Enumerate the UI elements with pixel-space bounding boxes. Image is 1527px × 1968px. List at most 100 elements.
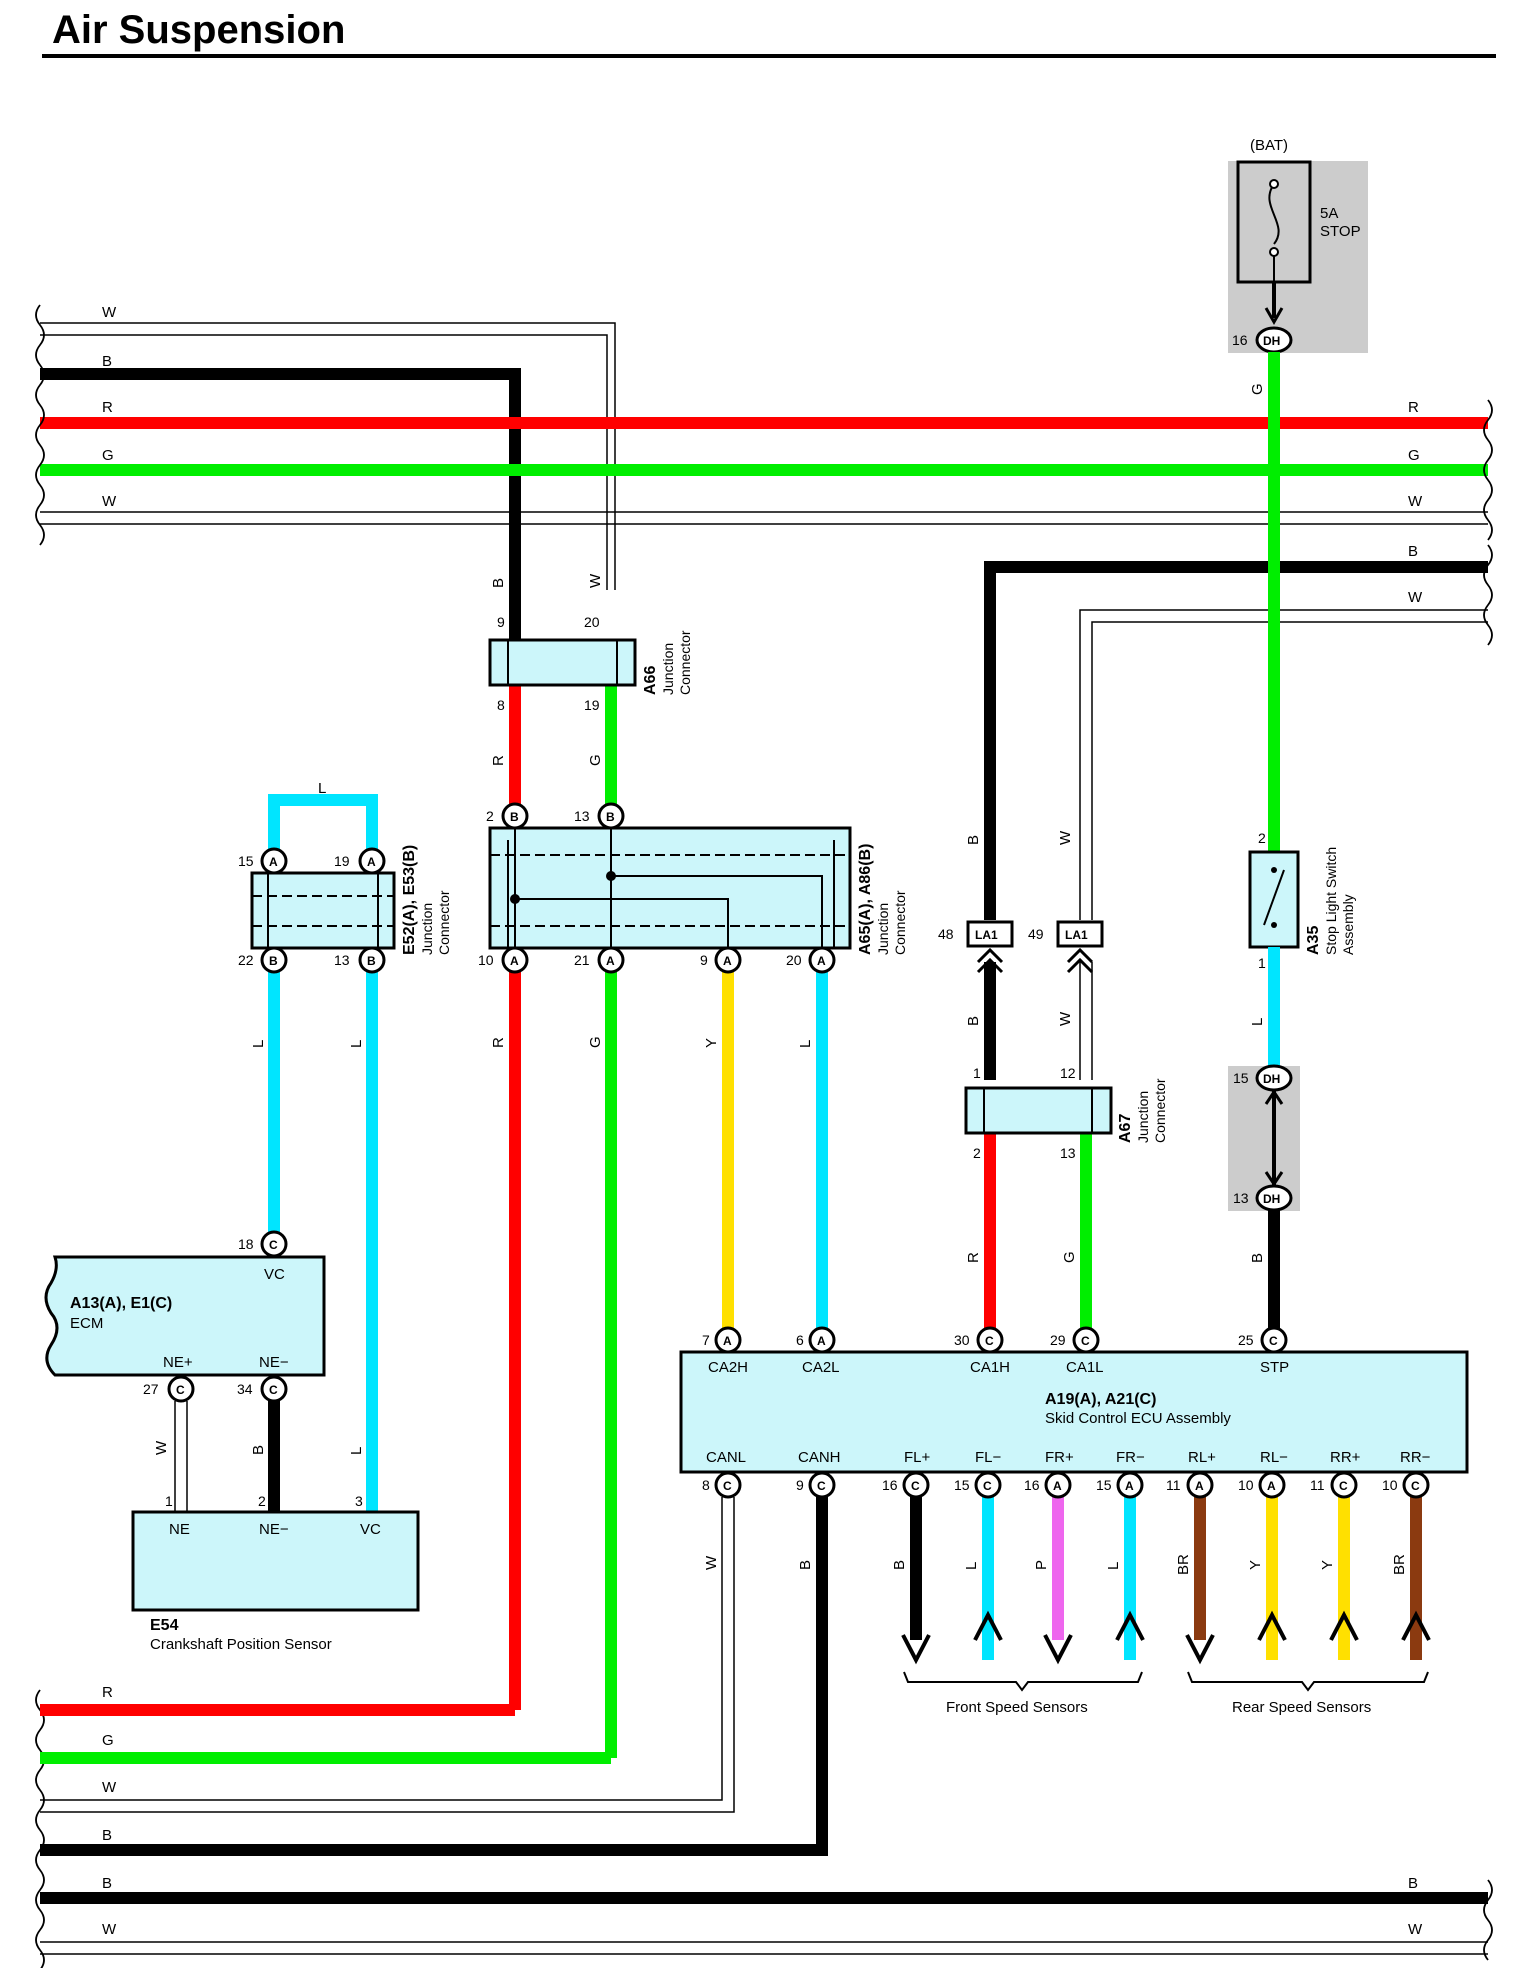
sensor-arrows bbox=[901, 1610, 1431, 1665]
e52-name1: Junction bbox=[419, 903, 435, 955]
skid-ecu-box bbox=[679, 1350, 1469, 1474]
a65-pin-20: 20 bbox=[786, 952, 802, 968]
skid-code: A19(A), A21(C) bbox=[1045, 1391, 1156, 1408]
a66-box bbox=[488, 638, 637, 687]
e52-code: E52(A), E53(B) bbox=[401, 845, 418, 955]
ecm-vc-pin bbox=[260, 1230, 288, 1258]
skid-bot-conn-6: A bbox=[1195, 1479, 1204, 1493]
skid-term-ca2h: CA2H bbox=[708, 1359, 748, 1376]
la1-49-box bbox=[1056, 920, 1104, 948]
skid-bot-conn-1: C bbox=[817, 1479, 826, 1493]
lbl-a65-y: Y bbox=[703, 1038, 720, 1048]
la1-49-label: LA1 bbox=[1065, 928, 1088, 942]
lbl-la1-w-top: W bbox=[1057, 830, 1074, 845]
a67-name2: Connector bbox=[1152, 1078, 1168, 1143]
e52-pin-13: 13 bbox=[334, 952, 350, 968]
e52-conn-22-letter: B bbox=[269, 954, 278, 968]
skid-top-connectors bbox=[714, 1326, 1288, 1354]
wire-right-b bbox=[984, 561, 1488, 920]
lbl-a65-r: R bbox=[490, 1037, 507, 1048]
skid-bot-pin-0: 8 bbox=[702, 1477, 710, 1493]
dh-pin-15: 15 bbox=[1233, 1070, 1249, 1086]
switch-icon bbox=[1263, 869, 1285, 926]
skid-top-pin-4: 25 bbox=[1238, 1332, 1254, 1348]
lbl-top-w2: W bbox=[102, 493, 117, 510]
lbl-bot-w2-right: W bbox=[1408, 1921, 1423, 1938]
lbl-top-b: B bbox=[102, 353, 112, 370]
ecm-term-vc: VC bbox=[264, 1266, 285, 1283]
wire-right-w-a bbox=[1079, 609, 1488, 920]
break-marks-right bbox=[1483, 399, 1493, 1961]
e54-pin-3: 3 bbox=[355, 1493, 363, 1509]
skid-term-flm: FL− bbox=[975, 1449, 1002, 1466]
a65-pin-21: 21 bbox=[574, 952, 590, 968]
a67-name1: Junction bbox=[1135, 1091, 1151, 1143]
a35-pin-2: 2 bbox=[1258, 830, 1266, 846]
skid-term-frp: FR+ bbox=[1045, 1449, 1074, 1466]
a65-pin-2: 2 bbox=[486, 808, 494, 824]
front-sensors-brace bbox=[903, 1671, 1143, 1692]
dh-15-label: DH bbox=[1263, 1072, 1280, 1086]
a65-name1: Junction bbox=[875, 903, 891, 955]
e54-pin-1: 1 bbox=[165, 1493, 173, 1509]
a66-pin-20: 20 bbox=[584, 614, 600, 630]
la1-49-arrows bbox=[1066, 947, 1094, 974]
ecm-pin-34: 34 bbox=[237, 1381, 253, 1397]
skid-term-rrm: RR− bbox=[1400, 1449, 1431, 1466]
a65-code: A65(A), A86(B) bbox=[857, 844, 874, 955]
lbl-e52-l2: L bbox=[348, 1040, 365, 1048]
lbl-top-r: R bbox=[102, 399, 113, 416]
lbl-a66-w: W bbox=[587, 573, 604, 588]
lbl-a65-g: G bbox=[587, 1036, 604, 1048]
lbl-a66-r: R bbox=[490, 755, 507, 766]
a66-pin-9: 9 bbox=[497, 614, 505, 630]
skid-term-frm: FR− bbox=[1116, 1449, 1145, 1466]
lbl-top-r-right: R bbox=[1408, 399, 1419, 416]
skid-bot-conn-3: C bbox=[983, 1479, 992, 1493]
skid-term-canh: CANH bbox=[798, 1449, 841, 1466]
e54-term-vc: VC bbox=[360, 1521, 381, 1538]
ecm-vc-conn: C bbox=[269, 1238, 278, 1252]
ecm-box bbox=[44, 1255, 326, 1377]
lbl-top-w1: W bbox=[102, 304, 117, 321]
lbl-fuse-g: G bbox=[1249, 383, 1266, 395]
lbl-a66-g: G bbox=[587, 754, 604, 766]
a65-conn-2 bbox=[501, 802, 529, 830]
ecm-code: A13(A), E1(C) bbox=[70, 1295, 172, 1312]
a65-conn-13-letter: B bbox=[606, 810, 615, 824]
e54-term-ne: NE bbox=[169, 1521, 190, 1538]
e54-pin-2: 2 bbox=[258, 1493, 266, 1509]
skid-bot-pin-8: 11 bbox=[1310, 1477, 1325, 1493]
lbl-dh-b: B bbox=[1249, 1253, 1266, 1263]
skid-bot-pin-5: 15 bbox=[1096, 1477, 1112, 1493]
fuse-arrow bbox=[1264, 307, 1284, 326]
skid-bot-conn-8: C bbox=[1339, 1479, 1348, 1493]
ecm-pin-18: 18 bbox=[238, 1236, 254, 1252]
skid-bot-conn-5: A bbox=[1125, 1479, 1134, 1493]
lbl-bot-b2: B bbox=[102, 1875, 112, 1892]
skid-bot-conn-4: A bbox=[1053, 1479, 1062, 1493]
la1-pin-48: 48 bbox=[938, 926, 954, 942]
lbl-top-g-right: G bbox=[1408, 447, 1420, 464]
skid-term-ca1l: CA1L bbox=[1066, 1359, 1104, 1376]
skid-bot-pin-4: 16 bbox=[1024, 1477, 1040, 1493]
a65-box bbox=[488, 826, 852, 950]
dh-pin-13: 13 bbox=[1233, 1190, 1249, 1206]
fuse-icon bbox=[1268, 183, 1280, 245]
a35-code: A35 bbox=[1305, 926, 1322, 955]
fuse-source: (BAT) bbox=[1250, 137, 1288, 154]
skid-bot-pin-7: 10 bbox=[1238, 1477, 1254, 1493]
skid-top-conn-2: C bbox=[985, 1334, 994, 1348]
a65-pin-10: 10 bbox=[478, 952, 494, 968]
e52-pin-19: 19 bbox=[334, 853, 350, 869]
fuse-name: STOP bbox=[1320, 223, 1361, 240]
skid-top-conn-4: C bbox=[1269, 1334, 1278, 1348]
la1-48-box bbox=[966, 920, 1014, 948]
skid-bot-pin-1: 9 bbox=[796, 1477, 804, 1493]
ecm-term-nep: NE+ bbox=[163, 1354, 193, 1371]
a65-conn-10-letter: A bbox=[510, 954, 519, 968]
a65-conn-9-letter: A bbox=[723, 954, 732, 968]
a67-box bbox=[964, 1086, 1113, 1135]
a66-name2: Connector bbox=[677, 630, 693, 695]
a67-pin-12: 12 bbox=[1060, 1065, 1076, 1081]
